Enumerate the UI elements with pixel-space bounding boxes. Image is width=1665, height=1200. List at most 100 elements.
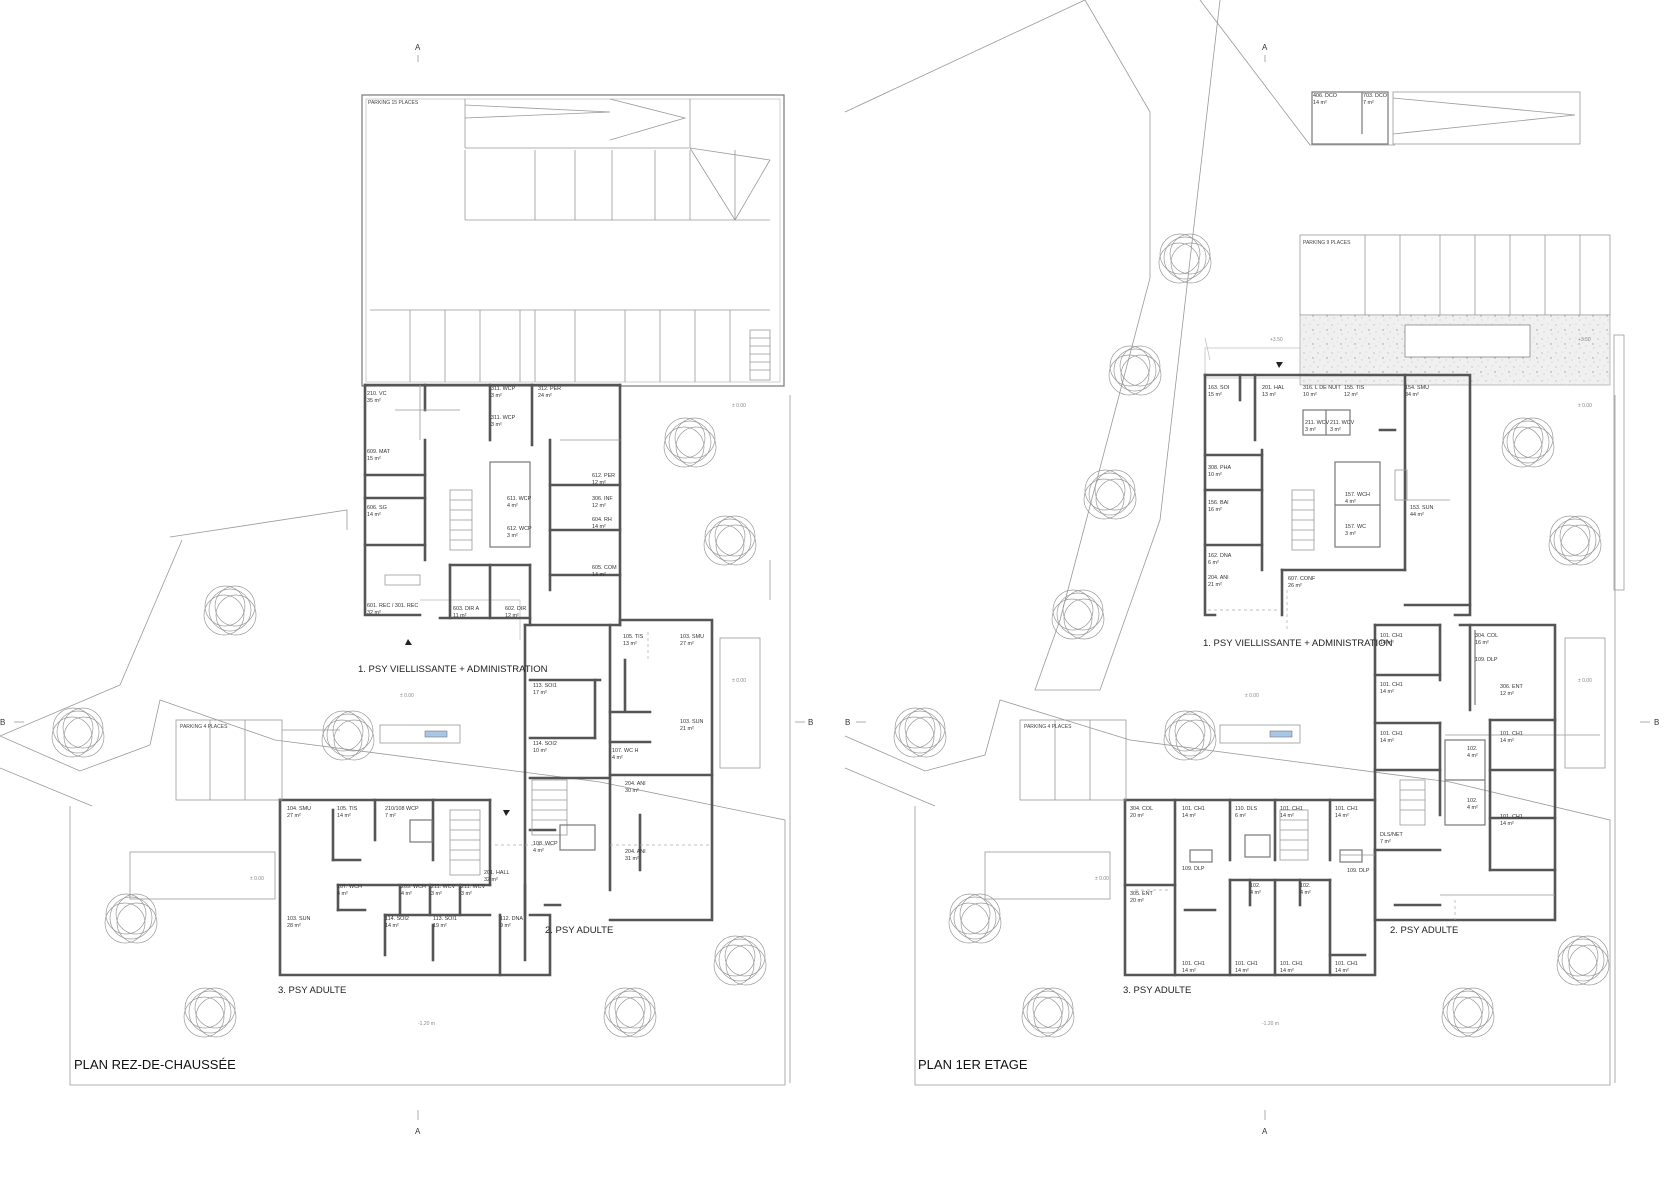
room-code: 311. WCP [491,415,516,421]
room-area: 44 m² [1410,512,1424,518]
room-code: 605. COM [592,565,617,571]
room-code: 304. COL [1130,806,1153,812]
room-area: 12 m² [592,503,606,509]
room-area: 6 m² [1235,813,1246,819]
room-area: 35 m² [367,398,381,404]
room-code: 406. DCO [1313,93,1337,99]
room-code: 101. CH1 [1182,806,1205,812]
room-area: 24 m² [538,393,552,399]
trees-left [51,417,767,1038]
room-code: 602. DIR [505,606,526,612]
section-marker-b-left: B [0,718,5,727]
room-code: 101. CH1 [1380,633,1403,639]
room-area: 20 m² [1130,898,1144,904]
walls-block-1-right [1203,373,1472,630]
room-code: 316. L DE NUIT [1303,385,1342,391]
room-area: 14 m² [592,524,606,530]
level-marker: +3.50 [1578,337,1591,343]
room-code: 609. MAT [367,449,391,455]
room-code: 211. WCV [431,884,456,890]
plan-rez-de-chaussee: A A B B ± 0.00 ± 0.00 ± 0.00 ± 0.00 -1.2… [0,43,813,1136]
room-area: 3 m² [491,422,502,428]
room-code: 603. DIR A [453,606,479,612]
room-code: 210/108 WCP [385,806,419,812]
room-code: 156. BAI [1208,500,1229,506]
room-code: DLS/NET [1380,832,1403,838]
level-marker: ± 0.00 [250,876,264,882]
room-code: 101. CH1 [1335,961,1358,967]
room-code: 101. CH1 [1500,731,1523,737]
room-code: 604. RH [592,517,612,523]
section-marker-b-left: B [845,718,850,727]
room-area: 14 m² [1182,813,1196,819]
room-area: 27 m² [287,813,301,819]
zone-label: 2. PSY ADULTE [1390,925,1458,936]
room-code: 101. CH1 [1380,731,1403,737]
room-code: 162. DNA [1208,553,1232,559]
parking-label: PARKING 4 PLACES [1024,724,1072,730]
room-area: 14 m² [1313,100,1327,106]
room-code: 112. DNA [500,916,523,922]
room-code: 211. WCV [1305,420,1330,426]
room-area: 4 m² [1345,499,1356,505]
room-code: 105. TIS [623,634,644,640]
room-code: 101. CH1 [1235,961,1258,967]
level-marker: ± 0.00 [1095,876,1109,882]
room-code: 103. SMU [680,634,704,640]
room-area: 21 m² [1208,582,1222,588]
level-marker: ± 0.00 [400,693,414,699]
room-code: 107. WC H [612,748,638,754]
room-code: 612. WCP [507,526,532,532]
room-area: 3 m² [507,533,518,539]
zone-label: 2. PSY ADULTE [545,925,613,936]
room-area: 9 m² [500,923,511,929]
walls-block-3-right [1123,798,1377,977]
room-code: 611. WCP [507,496,532,502]
site-outline-right [844,0,1625,1086]
section-marker-a-top: A [415,43,421,52]
room-area: 4 m² [1467,753,1478,759]
room-area: 7 m² [1380,839,1391,845]
room-code: 204. ANI [625,849,646,855]
room-code: 304. COL [1475,633,1498,639]
room-area: 12 m² [1344,392,1358,398]
room-code: 311. WCP [491,386,516,392]
zone-label: 3. PSY ADULTE [1123,985,1191,996]
room-area: 14 m² [1335,968,1349,974]
room-code: 201. HAL [1262,385,1284,391]
level-marker: ± 0.00 [1578,678,1592,684]
section-marks-left: A A B B [0,43,813,1136]
room-area: 16 m² [1475,640,1489,646]
level-marker: ± 0.00 [1245,693,1259,699]
room-area: 4 m² [1300,890,1311,896]
site-outline-left [0,395,791,1086]
parking-label: PARKING 15 PLACES [368,100,419,106]
room-area: 10 m² [1208,472,1222,478]
room-area: 12 m² [505,613,519,619]
level-marker: ± 0.00 [732,678,746,684]
room-code: 104. SMU [287,806,311,812]
room-code: 157. WCH [1345,492,1370,498]
room-code: 204. ANI [1208,575,1229,581]
room-code: 114. SOI2 [533,741,557,747]
room-area: 19 m² [433,923,447,929]
room-area: 13 m² [623,641,637,647]
room-area: 14 m² [1500,738,1514,744]
room-code: 107. WCH [337,884,362,890]
section-marker-b-right: B [808,718,813,727]
plan-1er-etage: A A B B +3.50 +3.50 ± 0.00 ± 0.00 ± 0.00… [844,0,1659,1136]
room-area: 15 m² [1208,392,1222,398]
room-area: 10 m² [1303,392,1317,398]
room-code: 108. WCP [533,841,558,847]
room-area: 31 m² [625,856,639,862]
room-code: 101. CH1 [1280,961,1303,967]
room-area: 27 m² [680,641,694,647]
room-area: 7 m² [385,813,396,819]
room-code: 113. SOI1 [433,916,457,922]
room-code: 612. PER [592,473,615,479]
room-code: 113. SOI1 [533,683,557,689]
room-area: 17 m² [533,690,547,696]
room-code: 101. CH1 [1380,682,1403,688]
section-marker-a-bottom: A [415,1127,421,1136]
